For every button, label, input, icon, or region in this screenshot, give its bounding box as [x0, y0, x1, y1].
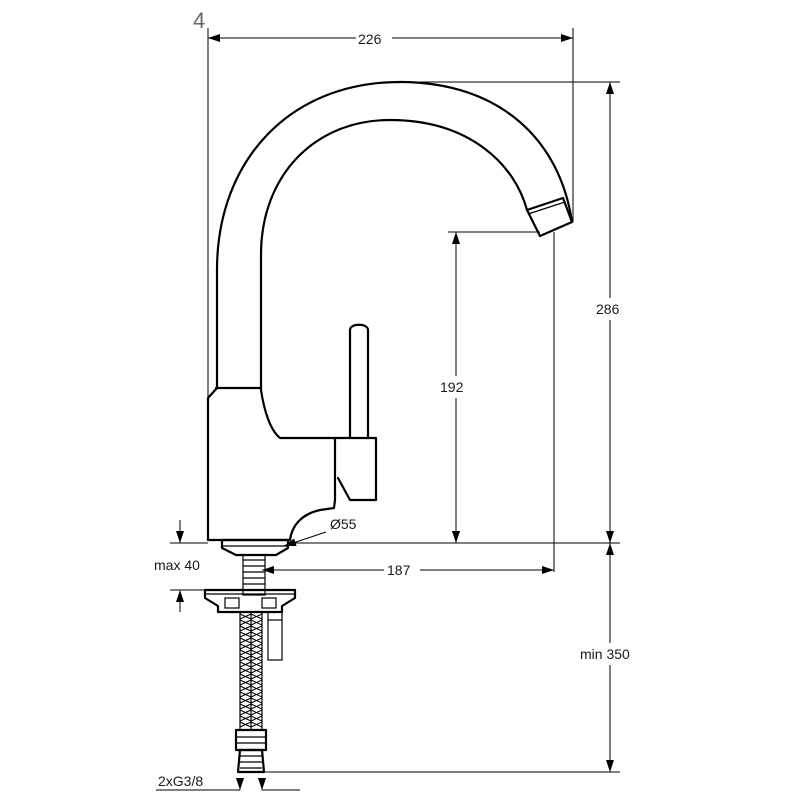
dimension-lines	[156, 34, 614, 791]
extension-lines	[170, 28, 620, 773]
dim-286-text: 286	[596, 301, 620, 317]
spout-outer	[215, 80, 574, 390]
dim-187-text: 187	[387, 562, 411, 578]
spout-inner	[259, 118, 529, 392]
supply-hoses	[239, 611, 263, 731]
faucet-body	[206, 386, 337, 542]
fixing-nut	[203, 588, 297, 614]
dim-min-350-text: min 350	[580, 646, 630, 662]
dim-226-text: 226	[358, 31, 382, 47]
dim-diameter-text: Ø55	[330, 516, 357, 532]
lever-rod	[348, 323, 370, 440]
lever-handle-block	[333, 436, 378, 502]
dia-leader	[283, 531, 327, 547]
faucet-outline	[206, 80, 574, 557]
mounting-hardware	[203, 554, 297, 774]
hose-fitting	[234, 728, 268, 752]
thread-size-text: 2xG3/8	[158, 773, 203, 789]
spout-nozzle	[525, 196, 574, 238]
dim-192-text: 192	[440, 379, 464, 395]
base-plate	[220, 538, 290, 557]
dim-max-40-text: max 40	[154, 557, 200, 573]
sheet-number: 4	[193, 8, 205, 33]
dimension-labels: 226 286 192 187 Ø55 max 40 min 350 2xG3/…	[154, 28, 644, 789]
